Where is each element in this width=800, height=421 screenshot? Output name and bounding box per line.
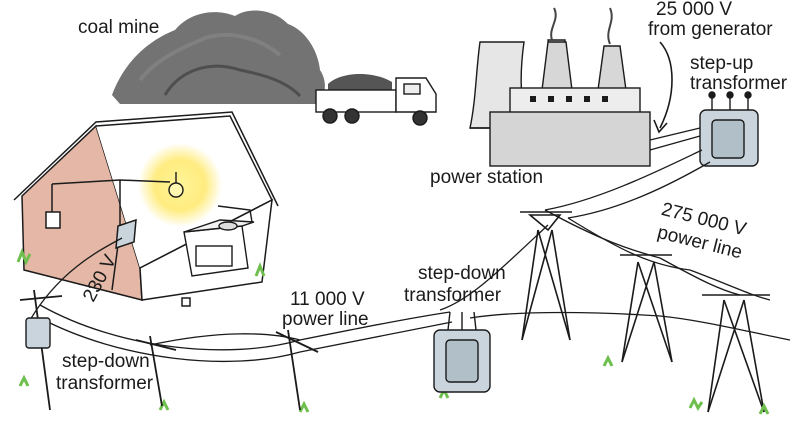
step-down-pole-label-line1: step-down (62, 352, 150, 372)
generator-arrow (660, 42, 672, 128)
step-down-transformer-icon (26, 318, 50, 348)
pylon-icon (620, 255, 672, 362)
step-down-mid-label-line1: step-down (418, 264, 506, 284)
pylon-icon (520, 212, 572, 340)
step-up-label-line2: transformer (690, 74, 787, 94)
coal-mine-label: coal mine (78, 18, 159, 38)
truck-icon (316, 74, 436, 125)
generator-voltage-label: 25 000 V (656, 0, 732, 20)
generator-from-label: from generator (648, 20, 773, 40)
power-station-icon (470, 8, 650, 166)
step-up-transformer-icon (700, 92, 758, 166)
mv-line-label: power line (282, 310, 369, 330)
step-down-pole-label-line2: transformer (56, 374, 153, 394)
mv-voltage-label: 11 000 V (290, 290, 365, 310)
power-station-label: power station (430, 168, 543, 188)
step-up-label-line1: step-up (690, 54, 753, 74)
pylon-icon (702, 295, 770, 412)
step-down-mid-label-line2: transformer (404, 286, 501, 306)
